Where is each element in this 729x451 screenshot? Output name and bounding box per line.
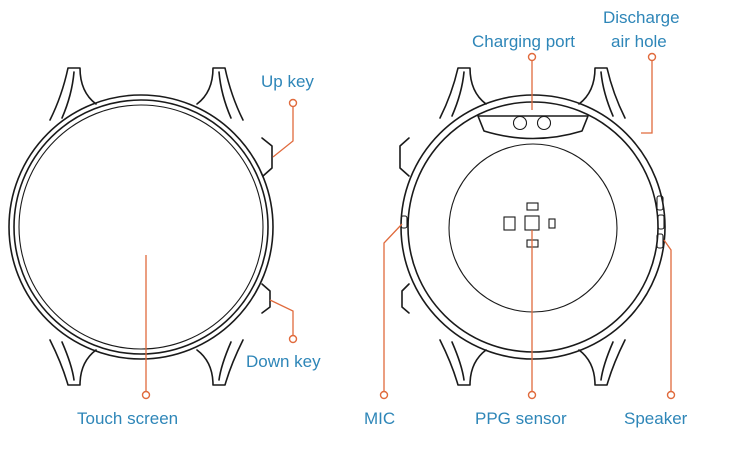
charging-port [477, 115, 589, 140]
ppg-sensor-leader [527, 230, 537, 400]
mic-label: MIC [364, 409, 395, 428]
speaker-leader [663, 239, 676, 400]
front-view-watch [8, 67, 274, 386]
discharge-air-hole-label-line2: air hole [611, 32, 667, 51]
back-view-watch [399, 67, 666, 386]
front-bezel-ring [13, 99, 269, 355]
down-key-leader [269, 299, 298, 344]
ppg-sensor-window [448, 143, 618, 313]
front-touch-screen-glass [18, 104, 264, 350]
back-lugs [439, 67, 626, 386]
ppg-sensor-array [503, 202, 556, 248]
charging-port-label: Charging port [472, 32, 575, 51]
mic-leader [379, 223, 403, 400]
touch-screen-label: Touch screen [77, 409, 178, 428]
back-up-key-button [399, 137, 410, 177]
discharge-air-hole-leader [641, 52, 657, 134]
front-lugs [49, 67, 244, 386]
up-key-leader [272, 98, 298, 158]
discharge-air-hole-label-line1: Discharge [603, 8, 680, 27]
charging-port-leader [527, 52, 537, 110]
back-case-inner [407, 101, 659, 353]
front-down-key-button [261, 283, 271, 314]
front-up-key-button [261, 137, 273, 177]
back-case-outer [400, 94, 666, 360]
front-case-outer [8, 94, 274, 360]
back-down-key-button [401, 283, 410, 314]
ppg-sensor-label: PPG sensor [475, 409, 567, 428]
touch-screen-leader [141, 255, 151, 400]
up-key-label: Up key [261, 72, 314, 91]
speaker-label: Speaker [624, 409, 688, 428]
down-key-label: Down key [246, 352, 321, 371]
